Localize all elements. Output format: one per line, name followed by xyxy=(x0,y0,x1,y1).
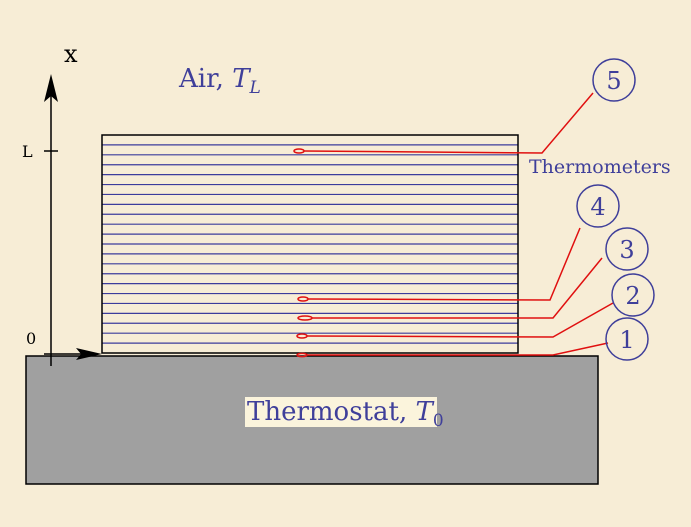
thermometer-5-circle xyxy=(592,58,636,102)
thermometer-2: 2 xyxy=(296,273,655,339)
thermometer-4-bulb xyxy=(297,296,309,302)
thermometer-2-circle xyxy=(611,273,655,317)
thermometer-1: 1 xyxy=(296,317,649,361)
thermometer-1-circle xyxy=(605,317,649,361)
thermometer-1-number: 1 xyxy=(619,326,634,354)
tick-0-label: 0 xyxy=(26,329,36,348)
thermometer-2-bulb xyxy=(296,333,308,339)
thermometer-4: 4 xyxy=(297,184,620,302)
x-axis-label: x xyxy=(64,40,78,68)
thermometer-2-lead xyxy=(306,302,614,338)
thermometer-2-number: 2 xyxy=(625,282,640,310)
thermometer-5-lead xyxy=(303,92,594,154)
thermometer-3-lead xyxy=(312,257,603,319)
thermometers-label: Thermometers xyxy=(529,156,671,178)
thermometer-1-bulb xyxy=(296,352,308,358)
thermometer-3-circle xyxy=(605,227,649,271)
thermometer-3: 3 xyxy=(297,227,649,321)
thermometer-4-lead xyxy=(307,227,581,301)
sample-block xyxy=(101,134,519,354)
thermometer-4-number: 4 xyxy=(590,193,605,221)
air-label: Air, TL xyxy=(178,64,261,98)
thermometer-3-number: 3 xyxy=(619,236,634,264)
thermometer-1-lead xyxy=(307,342,609,356)
origin-arrow-head xyxy=(76,348,102,360)
thermostat-label: Thermostat, T0 xyxy=(247,397,444,431)
thermostat-label-bg xyxy=(245,397,437,427)
thermometer-5: 5 xyxy=(293,58,636,154)
thermometer-5-bulb xyxy=(293,148,305,154)
thermometer-4-circle xyxy=(576,184,620,228)
x-axis-arrow xyxy=(44,74,58,102)
thermometer-3-bulb xyxy=(297,315,313,321)
thermometer-5-number: 5 xyxy=(606,67,621,95)
sample-layers xyxy=(102,144,518,344)
tick-L-label: L xyxy=(22,142,33,161)
